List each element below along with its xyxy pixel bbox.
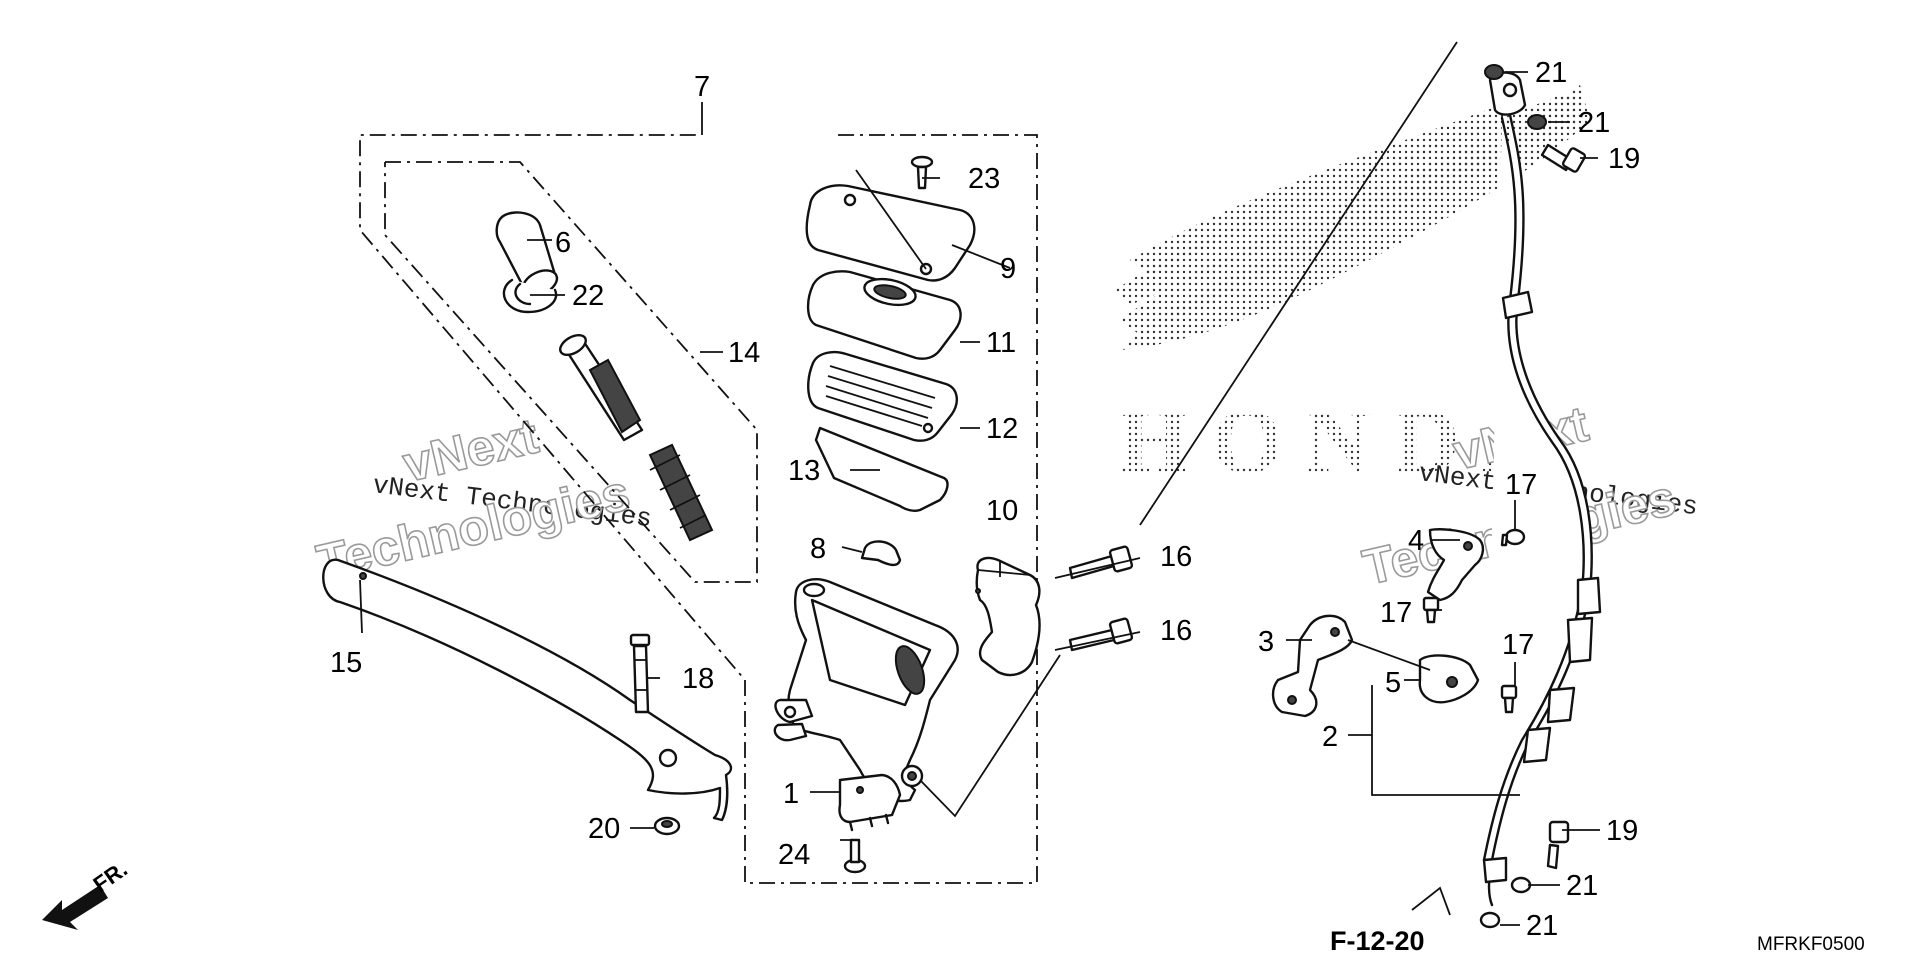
diaphragm-12	[807, 350, 958, 442]
bolt-17-b	[1422, 596, 1440, 624]
holder-4	[1426, 528, 1485, 602]
callout-20: 20	[588, 813, 620, 845]
leader-lines	[359, 41, 1600, 926]
callout-17-b: 17	[1380, 597, 1412, 629]
plate-11	[806, 270, 962, 360]
callout-14: 14	[728, 337, 760, 369]
callout-10: 10	[986, 495, 1018, 527]
bolt-19-upper	[1540, 143, 1587, 173]
callout-22: 22	[572, 280, 604, 312]
brake-lever	[322, 558, 733, 822]
callout-21-b: 21	[1578, 107, 1610, 139]
clamp-5	[1418, 654, 1480, 704]
callout-16-a: 16	[1160, 541, 1192, 573]
washer-21-a	[1484, 64, 1504, 80]
honda-wordmark: HONDA	[1118, 390, 1570, 492]
callout-11: 11	[986, 327, 1016, 359]
switch-1	[838, 773, 902, 832]
callout-21-d: 21	[1526, 910, 1558, 942]
callout-9: 9	[1000, 253, 1016, 285]
callout-15: 15	[330, 647, 362, 679]
cap-9	[805, 169, 976, 282]
bolt-19-lower	[1546, 820, 1570, 870]
callout-24: 24	[778, 839, 810, 871]
brake-hose	[1482, 113, 1602, 907]
watermark-text-b1: vNext	[398, 407, 544, 492]
callout-2: 2	[1322, 721, 1338, 753]
circlip-22	[502, 278, 558, 314]
callout-21-c: 21	[1566, 870, 1598, 902]
bolt-17-c	[1500, 684, 1518, 714]
callout-19-b: 19	[1606, 815, 1638, 847]
master-cylinder-body	[773, 578, 959, 803]
group-14-outline	[384, 161, 758, 583]
bolt-17-a	[1500, 528, 1526, 547]
callout-7: 7	[694, 71, 710, 103]
plate-13	[814, 426, 949, 512]
group-7-outline	[359, 102, 1038, 884]
callout-8: 8	[810, 533, 826, 565]
callout-17-c: 17	[1502, 629, 1534, 661]
callout-19-a: 19	[1608, 143, 1640, 175]
reference-label: F-12-20	[1330, 926, 1425, 956]
clip-8	[860, 540, 902, 567]
callout-1: 1	[783, 778, 799, 810]
pivot-bolt-18	[629, 633, 651, 714]
drawing-code: MFRKF0500	[1757, 934, 1865, 955]
watermark-left: vNext Technologies vNext Technologies	[311, 407, 653, 592]
callout-18: 18	[682, 663, 714, 695]
callout-23: 23	[968, 163, 1000, 195]
front-direction-marker: FR.	[42, 856, 132, 930]
callout-4: 4	[1408, 525, 1424, 557]
washer-21-d	[1479, 911, 1501, 929]
callout-12: 12	[986, 413, 1018, 445]
callout-5: 5	[1385, 667, 1401, 699]
washer-21-b	[1527, 114, 1547, 130]
washer-21-c	[1510, 876, 1532, 894]
screw-23	[910, 155, 934, 190]
front-arrow-icon	[42, 885, 108, 930]
callout-16-b: 16	[1160, 615, 1192, 647]
callout-6: 6	[555, 227, 571, 259]
screw-24	[843, 838, 867, 874]
bracket-3	[1271, 614, 1354, 718]
honda-wing-logo: HONDA	[1115, 85, 1590, 492]
callout-21-a: 21	[1535, 57, 1567, 89]
piston-assembly	[559, 333, 644, 442]
callout-labels: 1 2 3 4 5 6 7 8 9 10 11 12 13 14 15 16 1…	[330, 57, 1640, 942]
nut-20	[653, 816, 681, 836]
callout-3: 3	[1258, 626, 1274, 658]
clamp-10	[975, 556, 1041, 677]
callout-13: 13	[788, 455, 820, 487]
callout-17-a: 17	[1505, 469, 1537, 501]
spring	[648, 443, 714, 542]
